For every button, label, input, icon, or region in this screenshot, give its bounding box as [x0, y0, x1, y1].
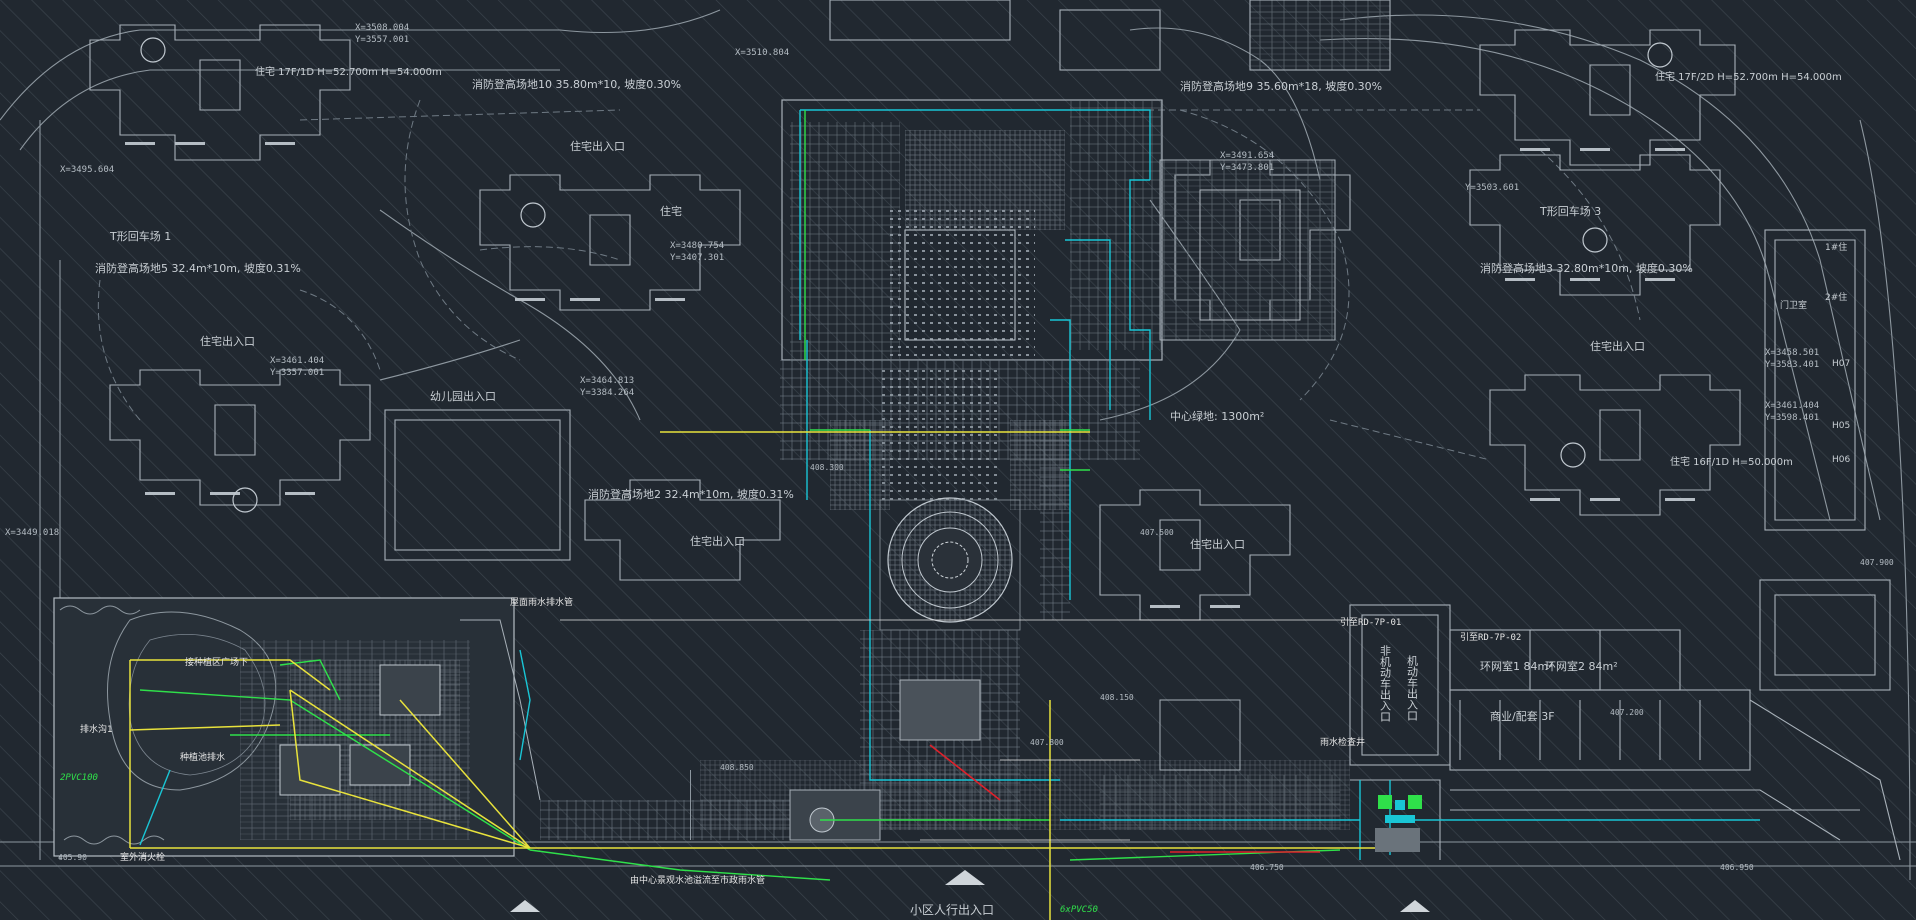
label-community-entry: 小区人行出入口	[910, 903, 994, 917]
elevation-label: 405.90	[58, 853, 87, 862]
coord-label: Y=3357.001	[270, 368, 324, 378]
coord-label: X=3510.804	[735, 48, 789, 58]
elevation-label: 408.150	[1100, 693, 1134, 702]
note-label: 雨水检查井	[1320, 736, 1365, 748]
label-bike-shed-2: 环网室2 84m²	[1545, 659, 1618, 673]
elevation-label: 407.200	[1610, 708, 1644, 717]
white-dimension-lines	[560, 619, 1350, 841]
pipe-label: 引至RD-7P-02	[1460, 632, 1521, 643]
coord-label: X=3458.501	[1765, 348, 1819, 358]
note-label: 排水沟1	[80, 723, 113, 735]
red-pipe-network	[929, 744, 1320, 853]
pipe-label: 接种植区广场下	[185, 656, 248, 668]
note-label: 由中心景观水池溢流至市政雨水管	[630, 874, 765, 886]
label-fire-site-left: 消防登高场地5 32.4m*10m, 坡度0.31%	[95, 261, 301, 275]
label-bldg-left-top: 住宅 17F/1D H=52.700m H=54.000m	[255, 65, 442, 78]
coord-label: X=3495.604	[60, 165, 114, 175]
label-vehicle-entry: 机动车出入口	[1406, 654, 1419, 721]
label-fire-site-top-right: 消防登高场地9 35.60m*18, 坡度0.30%	[1180, 79, 1382, 93]
label-kindergarten-entry: 幼儿园出入口	[430, 389, 496, 403]
side-label: 门卫室	[1780, 299, 1807, 311]
coord-label: X=3449.018	[5, 528, 59, 538]
note-label: 屋面雨水排水管	[510, 596, 573, 608]
side-label: H06	[1832, 455, 1850, 465]
coord-label: X=3464.813	[580, 376, 634, 386]
building-room-labels	[125, 142, 1695, 608]
elevation-label: 408.300	[810, 463, 844, 472]
label-central-garden: 中心绿地: 1300m²	[1170, 409, 1264, 423]
side-label: H07	[1832, 359, 1850, 369]
coord-label: Y=3557.001	[355, 35, 409, 45]
coord-label: Y=3598.401	[1765, 413, 1819, 423]
pipe-label: 2PVC100	[60, 773, 98, 783]
elevation-label: 408.850	[720, 763, 754, 772]
elevation-label: 407.800	[1030, 738, 1064, 747]
green-pipe-network	[139, 110, 1341, 881]
label-residence: 住宅	[660, 204, 682, 218]
pipe-label: 6xPVC50	[1060, 905, 1098, 915]
note-label: 室外消火栓	[120, 851, 165, 863]
coord-label: X=3461.404	[1765, 401, 1819, 411]
coord-label: Y=3503.601	[1465, 183, 1519, 193]
yellow-pipe-network	[129, 431, 1400, 920]
label-nonmotor-entry: 非机动车出入口	[1379, 645, 1392, 722]
coord-label: X=3508.004	[355, 23, 409, 33]
side-label: H05	[1832, 421, 1850, 431]
label-fire-lane-1: T形回车场 1	[109, 229, 171, 243]
pipe-label: 引至RD-7P-01	[1340, 617, 1401, 628]
coord-label: X=3491.654	[1220, 151, 1274, 161]
coord-label: Y=3583.401	[1765, 360, 1819, 370]
pump-equipment	[1375, 795, 1422, 852]
side-label: 2#住	[1825, 291, 1847, 303]
label-bldg-right-mid: 住宅 16F/1D H=50.000m	[1670, 455, 1793, 468]
building-number-circles	[140, 37, 1673, 513]
left-courtyard	[53, 597, 541, 857]
side-label: 1#住	[1825, 241, 1847, 253]
label-residence-entry-5: 住宅出入口	[1590, 339, 1645, 353]
label-fire-site-right: 消防登高场地3 32.80m*10m, 坡度0.30%	[1480, 261, 1693, 275]
label-bike-shed-1: 环网室1 84m²	[1480, 659, 1553, 673]
right-commercial	[1349, 604, 1901, 861]
coord-label: Y=3473.801	[1220, 163, 1274, 173]
label-fire-site-center: 消防登高场地2 32.4m*10m, 坡度0.31%	[588, 487, 794, 501]
coord-label: X=3480.754	[670, 241, 724, 251]
entry-arrows	[510, 870, 1430, 912]
elevation-label: 406.950	[1720, 863, 1754, 872]
label-residence-entry-4: 住宅出入口	[1190, 537, 1245, 551]
label-fire-lane-3: T形回车场 3	[1539, 204, 1601, 218]
label-residence-entry-2: 住宅出入口	[200, 334, 255, 348]
note-label: 种植池排水	[180, 751, 225, 763]
label-bldg-right-top: 住宅 17F/2D H=52.700m H=54.000m	[1655, 70, 1842, 83]
south-paving	[540, 699, 1350, 841]
coord-label: Y=3407.301	[670, 253, 724, 263]
label-residence-entry-1: 住宅出入口	[570, 139, 625, 153]
elevation-label: 407.500	[1140, 528, 1174, 537]
elevation-label: 407.900	[1860, 558, 1894, 567]
label-shop: 商业/配套 3F	[1490, 709, 1555, 723]
coord-label: Y=3384.264	[580, 388, 634, 398]
elevation-label: 406.750	[1250, 863, 1284, 872]
coord-label: X=3461.404	[270, 356, 324, 366]
label-fire-site-top-left: 消防登高场地10 35.80m*10, 坡度0.30%	[472, 77, 681, 91]
label-residence-entry-3: 住宅出入口	[690, 534, 745, 548]
